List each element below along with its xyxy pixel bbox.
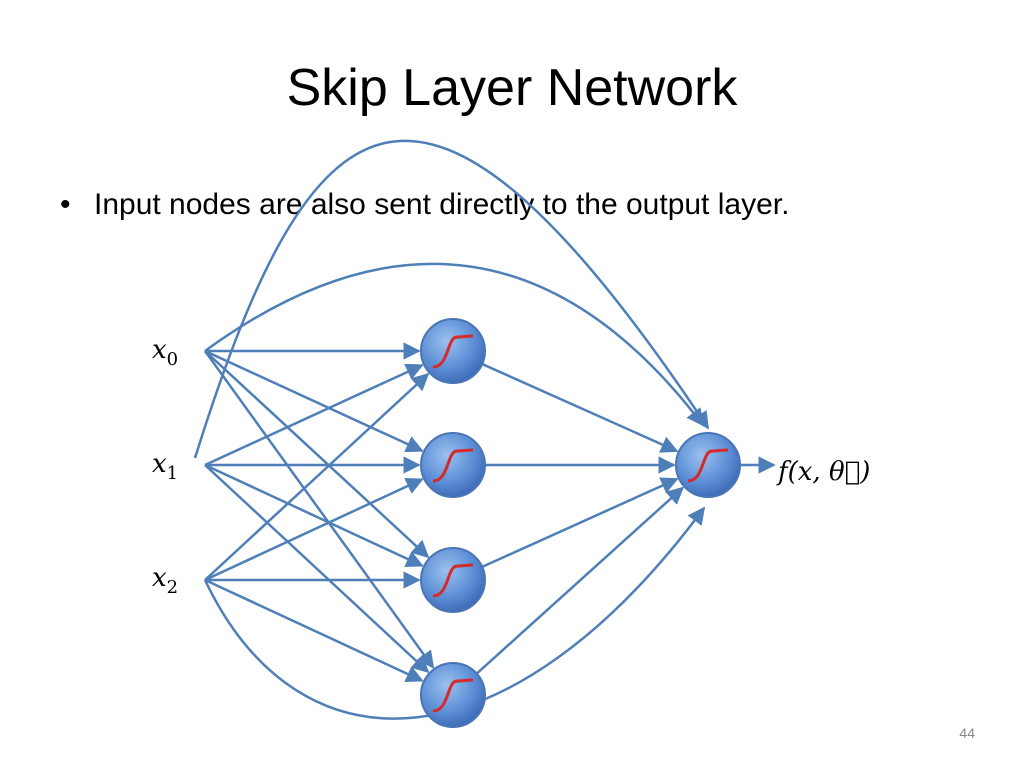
- edge-x1-h0: [204, 363, 424, 467]
- hidden-node-0: [420, 318, 486, 384]
- page-number: 44: [959, 725, 975, 741]
- output-node: [675, 432, 741, 498]
- edge-x2-h1: [204, 477, 424, 582]
- bullet-text: Input nodes are also sent directly to th…: [94, 188, 790, 221]
- hidden-node-2: [420, 547, 486, 613]
- edge-x0-h1: [204, 349, 424, 453]
- bullet-dot: •: [60, 188, 71, 221]
- edge-h0-out: [481, 362, 679, 453]
- edges-group: [193, 139, 776, 720]
- sigmoid-icon: [687, 448, 729, 483]
- sigmoid-icon: [432, 678, 474, 713]
- sigmoid-icon: [432, 563, 474, 598]
- svg-text:x1: x1: [152, 449, 178, 484]
- input-label-x0: x0: [152, 335, 178, 370]
- edge-x0-h2: [204, 350, 430, 559]
- sigmoid-icon: [432, 448, 474, 483]
- edge-x1-h2: [204, 463, 424, 568]
- slide-title: Skip Layer Network: [286, 59, 738, 117]
- nodes-group: [420, 318, 741, 728]
- input-label-x1: x1: [152, 449, 178, 484]
- edge-h3-out: [475, 486, 685, 675]
- svg-text:x2: x2: [152, 563, 178, 598]
- edge-x2-h3: [204, 578, 424, 683]
- svg-text:x0: x0: [152, 335, 178, 370]
- skip-edge-x2: [203, 506, 706, 720]
- skip-edge-x1: [193, 139, 710, 459]
- edge-h2-out: [481, 477, 679, 568]
- output-label: f(x, θ⃗): [776, 457, 870, 487]
- input-label-x2: x2: [152, 563, 178, 598]
- edge-x0-h3: [203, 350, 435, 669]
- edge-x1-h3: [204, 464, 430, 674]
- hidden-node-3: [420, 662, 486, 728]
- skip-edge-x0: [204, 262, 705, 427]
- sigmoid-icon: [432, 334, 474, 369]
- hidden-node-1: [420, 432, 486, 498]
- bullet-item: • Input nodes are also sent directly to t…: [60, 188, 789, 222]
- edge-x2-h0: [204, 372, 430, 581]
